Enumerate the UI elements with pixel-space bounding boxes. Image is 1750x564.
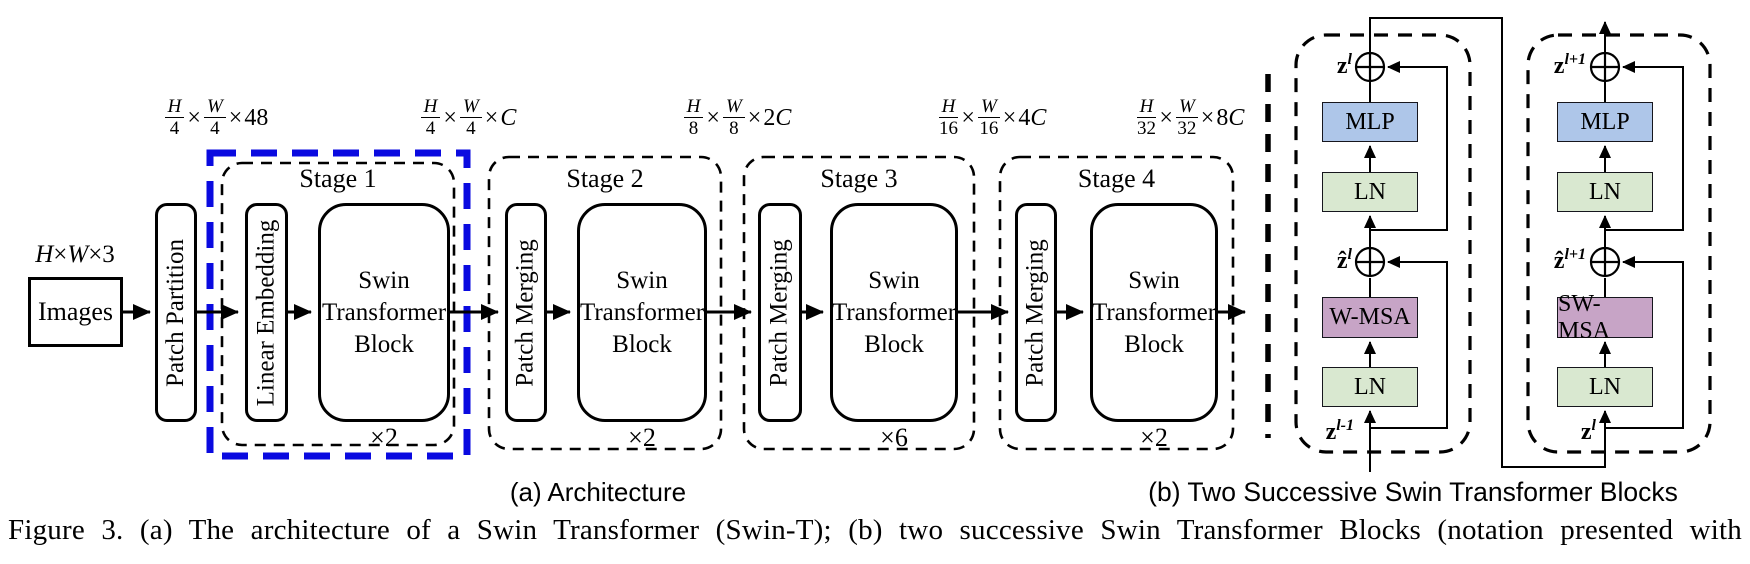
stage2-title: Stage 2 <box>566 164 644 193</box>
wmsa-block-connectors <box>1364 17 1611 472</box>
b1-wmsa-box: W-MSA <box>1322 297 1418 338</box>
stage2-patch-merging-label: Patch Merging <box>512 238 539 387</box>
stage4-swin-block: Swin Transformer Block <box>1090 203 1218 422</box>
images-label: Images <box>37 297 114 326</box>
linear-embedding-label: Linear Embedding <box>252 219 280 406</box>
swmsa-block-border <box>1526 33 1712 454</box>
stage2-border <box>487 155 723 451</box>
b1-ln-top-box: LN <box>1322 172 1418 212</box>
stage3-patch-merging-label: Patch Merging <box>766 238 793 387</box>
caption-a: (a) Architecture <box>509 477 687 507</box>
b1-add-top-icon <box>1354 51 1386 83</box>
b1-z-out-label: zl <box>1336 51 1352 79</box>
b2-ln-top-box: LN <box>1557 172 1653 212</box>
stage2-mult: ×2 <box>628 423 656 452</box>
linear-embedding-box: Linear Embedding <box>245 203 288 422</box>
stage1-title: Stage 1 <box>299 164 377 193</box>
patch-partition-label: Patch Partition <box>162 238 189 387</box>
stage2-patch-merging-box: Patch Merging <box>505 203 547 422</box>
stage1-swin-block: Swin Transformer Block <box>318 203 450 422</box>
dim-w: W <box>67 241 89 268</box>
images-box: Images <box>28 277 123 347</box>
b1-residual-high <box>1370 61 1448 231</box>
b1-mlp-box: MLP <box>1322 102 1418 142</box>
swmsa-block-connectors <box>1599 21 1684 429</box>
b1-z-mid-label: ẑl <box>1336 246 1352 274</box>
wmsa-block-border <box>1294 33 1472 454</box>
block-dashed-borders <box>1294 33 1712 454</box>
b1-ln-bottom-box: LN <box>1322 367 1418 407</box>
stage3-mult: ×6 <box>880 423 908 452</box>
b2-mlp-box: MLP <box>1557 102 1653 142</box>
add-circles <box>1354 51 1621 278</box>
b1-residual-low <box>1370 256 1448 429</box>
b2-residual-low <box>1605 256 1684 429</box>
b2-z-in-label: zl <box>1580 417 1596 445</box>
figure-caption: Figure 3. (a) The architecture of a Swin… <box>8 514 1742 546</box>
b2-z-out-label: zl+1 <box>1553 51 1586 79</box>
stage4-mult: ×2 <box>1140 423 1168 452</box>
b2-add-top-icon <box>1589 51 1621 83</box>
stage4-title: Stage 4 <box>1077 164 1156 193</box>
stage1-highlight-box <box>206 149 471 460</box>
stage4-patch-merging-label: Patch Merging <box>1022 238 1049 387</box>
stage3-swin-block: Swin Transformer Block <box>830 203 958 422</box>
stage3-title: Stage 3 <box>820 164 898 193</box>
b2-residual-high <box>1605 61 1684 231</box>
stage3-border <box>742 155 976 451</box>
stage4-border <box>998 155 1235 451</box>
stage4-patch-merging-box: Patch Merging <box>1015 203 1057 422</box>
b2-ln-bottom-box: LN <box>1557 367 1653 407</box>
b2-swmsa-box: SW-MSA <box>1557 291 1653 344</box>
input-dim-label: H×W×3 <box>35 241 115 268</box>
b1-z-in-label: zl-1 <box>1325 417 1354 445</box>
dim-h: H <box>35 241 54 268</box>
stage2-swin-block: Swin Transformer Block <box>577 203 707 422</box>
b2-z-mid-label: ẑl+1 <box>1553 246 1586 274</box>
stage1-mult: ×2 <box>370 423 398 452</box>
inter-block-connector <box>1369 17 1611 468</box>
stage3-patch-merging-box: Patch Merging <box>758 203 802 422</box>
b2-add-mid-icon <box>1589 246 1621 278</box>
b1-add-mid-icon <box>1354 246 1386 278</box>
caption-b: (b) Two Successive Swin Transformer Bloc… <box>1148 477 1678 507</box>
patch-partition-box: Patch Partition <box>155 203 197 422</box>
